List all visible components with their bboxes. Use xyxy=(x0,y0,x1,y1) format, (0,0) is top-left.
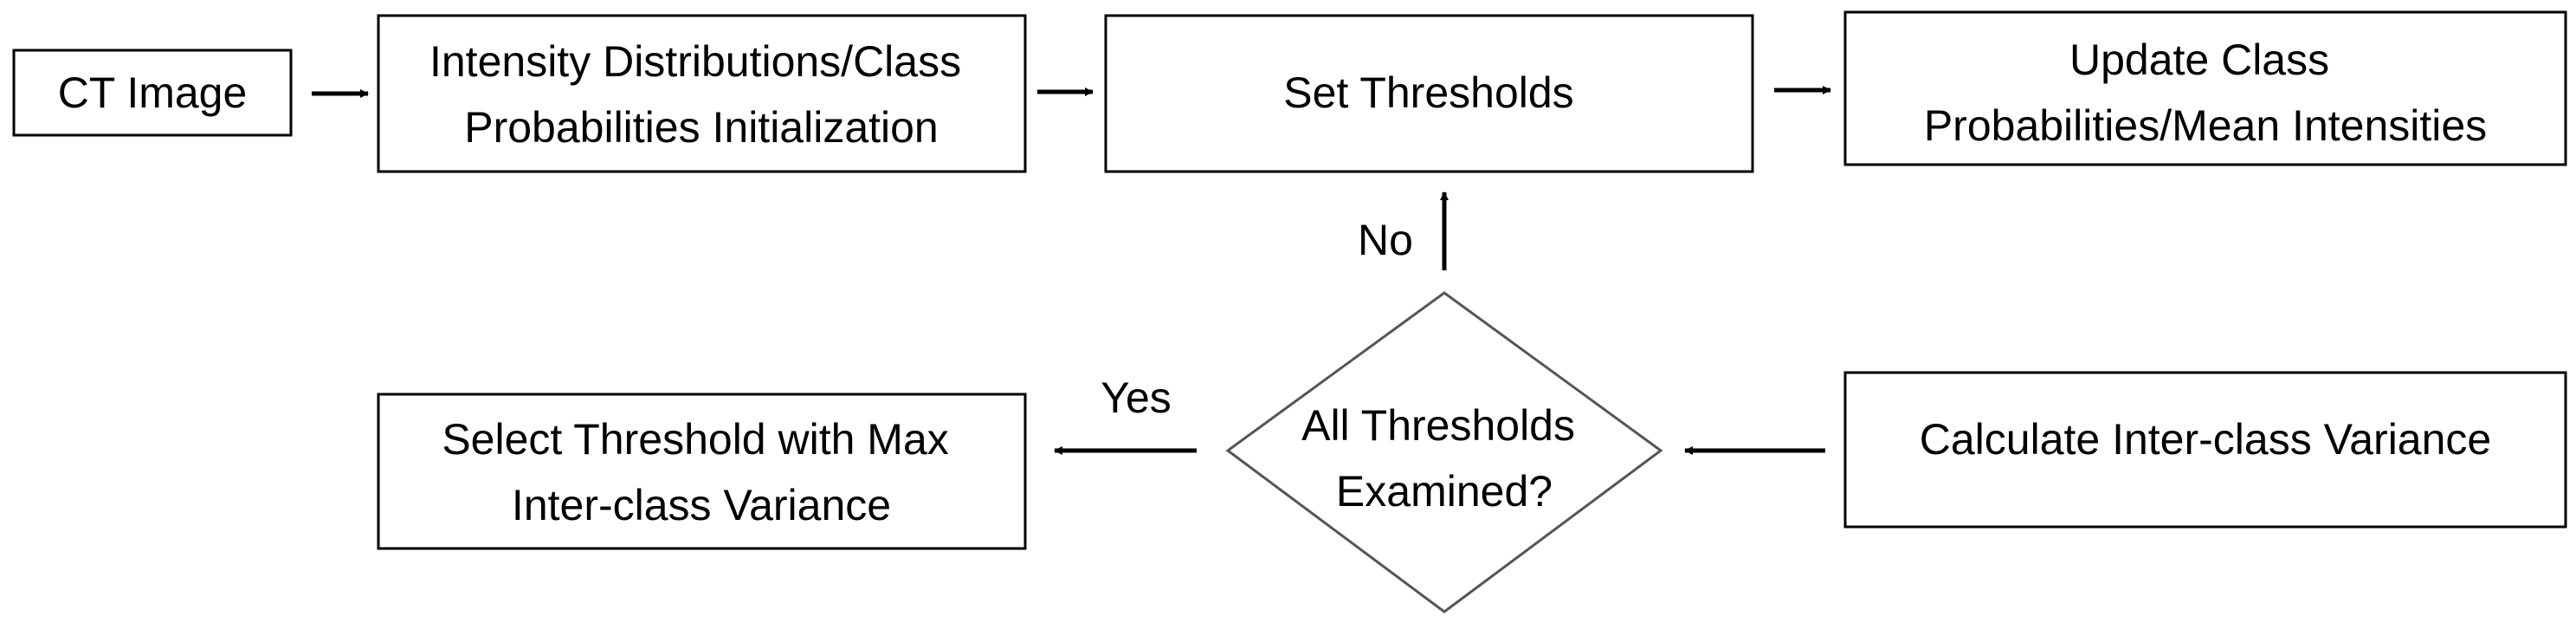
decision-label-line-1: All Thresholds xyxy=(1301,401,1575,450)
ct-image-node: CT Image xyxy=(12,49,293,137)
yes-label: Yes xyxy=(1101,373,1172,422)
select-label-line-1: Select Threshold with Max xyxy=(442,415,948,464)
initialization-label-line-2: Probabilities Initialization xyxy=(464,103,939,152)
svg-text:Select Threshold with Max: Select Threshold with Max Inter-class Va… xyxy=(442,415,960,529)
set-thresholds-node: Set Thresholds xyxy=(1104,14,1754,173)
no-label: No xyxy=(1358,216,1413,264)
initialization-label-line-1: Intensity Distributions/Class xyxy=(429,37,961,86)
decision-node: All Thresholds Examined? xyxy=(1225,291,1663,613)
calculate-node: Calculate Inter-class Variance xyxy=(1843,371,2567,529)
update-node: Update Class Probabilities/Mean Intensit… xyxy=(1843,10,2567,166)
select-node: Select Threshold with Max Inter-class Va… xyxy=(377,393,1027,550)
svg-text:Calculate Inter-class Variance: Calculate Inter-class Variance xyxy=(1920,415,2491,464)
calculate-label: Calculate Inter-class Variance xyxy=(1920,415,2491,464)
svg-text:CT Image: CT Image xyxy=(58,68,248,117)
ct-image-label: CT Image xyxy=(58,68,248,117)
update-label-line-1: Update Class xyxy=(2069,36,2329,84)
select-label-line-2: Inter-class Variance xyxy=(512,481,891,529)
svg-text:Set Thresholds: Set Thresholds xyxy=(1283,68,1573,117)
decision-label-line-2: Examined? xyxy=(1336,467,1553,516)
svg-text:Intensity Distributions/Class: Intensity Distributions/Class Probabilit… xyxy=(429,37,973,152)
svg-text:Update Class Probabiliti: Update Class Probabilities/Mean Intensit… xyxy=(1924,36,2487,150)
svg-text:All Thresholds Examined?: All Thresholds Examined? xyxy=(1301,401,1587,516)
initialization-node: Intensity Distributions/Class Probabilit… xyxy=(377,14,1027,173)
update-label-line-2: Probabilities/Mean Intensities xyxy=(1924,101,2487,150)
set-thresholds-label: Set Thresholds xyxy=(1283,68,1573,117)
